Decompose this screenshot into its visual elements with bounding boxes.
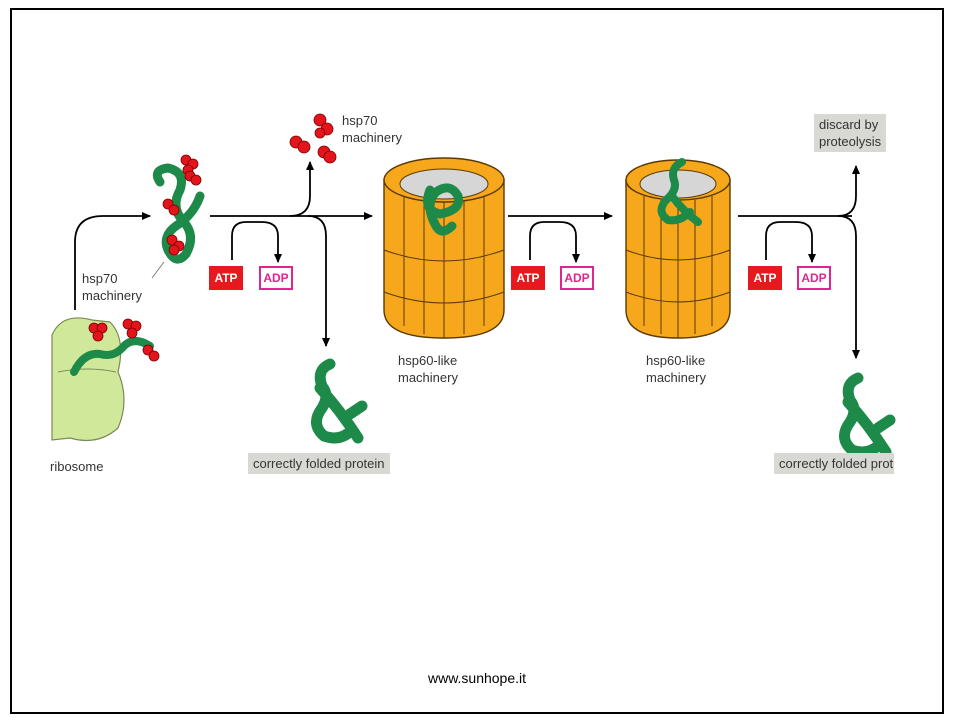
- folded-protein-1: [316, 364, 362, 438]
- discard-label: discard by proteolysis: [814, 114, 886, 152]
- hsp70-label-pointer: [152, 262, 164, 278]
- hsp70-bound-protein: [157, 155, 201, 259]
- folded-protein-label-2: correctly folded prot: [774, 453, 894, 474]
- folded-protein-2: [844, 378, 890, 452]
- hsp70-left-label: hsp70 machinery: [82, 270, 142, 304]
- ribosome-shape: [52, 318, 124, 441]
- atp-tag-1: ATP: [209, 266, 243, 290]
- hsp60-barrel-2: [626, 160, 730, 338]
- atp-tag-3: ATP: [748, 266, 782, 290]
- released-hsp70: [290, 114, 336, 163]
- footer-url: www.sunhope.it: [0, 670, 954, 686]
- adp-tag-2: ADP: [560, 266, 594, 290]
- adp-tag-3: ADP: [797, 266, 831, 290]
- hsp70-top-label: hsp70 machinery: [342, 112, 402, 146]
- atp-tag-2: ATP: [511, 266, 545, 290]
- hsp60-barrel-1: [384, 158, 504, 338]
- hsp60-label-1: hsp60-like machinery: [398, 352, 458, 386]
- hsp60-label-2: hsp60-like machinery: [646, 352, 706, 386]
- ribosome-label: ribosome: [50, 458, 103, 475]
- folded-protein-label-1: correctly folded protein: [248, 453, 390, 474]
- adp-tag-1: ADP: [259, 266, 293, 290]
